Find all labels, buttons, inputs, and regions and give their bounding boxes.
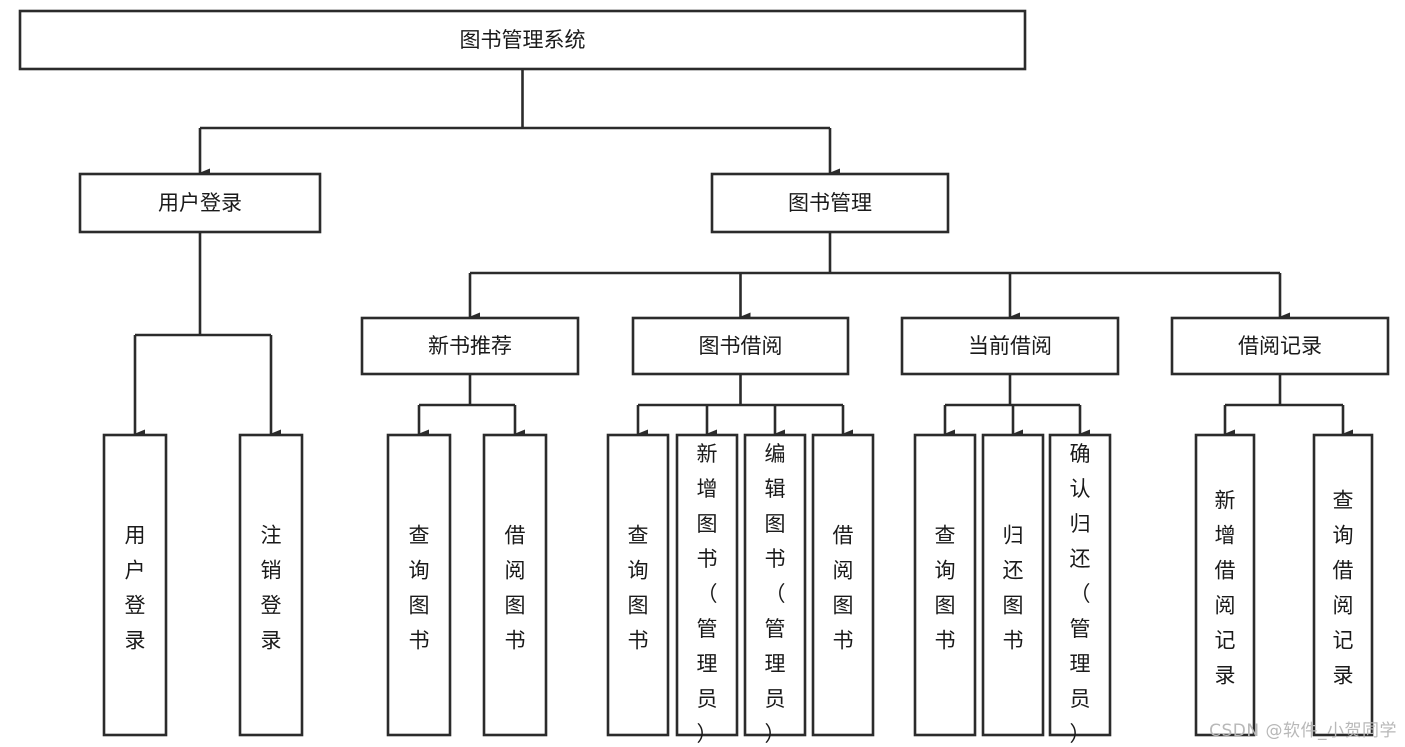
node-label-borrow-record: 借阅记录	[1238, 334, 1322, 358]
node-leaf-current-return[interactable]: 归还图书	[981, 433, 1045, 737]
node-box-user-login	[78, 172, 322, 234]
node-box-book-borrow	[631, 316, 850, 376]
node-box-leaf-borrow-query	[606, 433, 670, 737]
node-box-leaf-user-login	[102, 433, 168, 737]
node-label-leaf-recommend-query: 查询图书	[409, 523, 430, 652]
node-label-leaf-current-confirm: 确认归还（管理员）	[1070, 442, 1091, 746]
node-leaf-current-confirm[interactable]: 确认归还（管理员）	[1048, 433, 1112, 746]
node-user-login[interactable]: 用户登录	[78, 172, 322, 234]
node-label-root: 图书管理系统	[460, 28, 586, 52]
node-box-leaf-record-add	[1194, 433, 1256, 737]
node-leaf-recommend-borrow[interactable]: 借阅图书	[482, 433, 548, 737]
node-label-book-manage: 图书管理	[788, 191, 872, 215]
node-leaf-borrow-lend[interactable]: 借阅图书	[811, 433, 875, 737]
node-label-leaf-borrow-edit: 编辑图书（管理员）	[765, 442, 786, 746]
node-new-book-recommend[interactable]: 新书推荐	[360, 316, 580, 376]
node-label-leaf-record-query: 查询借阅记录	[1333, 488, 1354, 687]
node-box-current-borrow	[900, 316, 1120, 376]
node-label-leaf-record-add: 新增借阅记录	[1215, 488, 1236, 687]
node-box-leaf-recommend-borrow	[482, 433, 548, 737]
node-label-leaf-borrow-query: 查询图书	[628, 523, 649, 652]
node-leaf-user-login[interactable]: 用户登录	[102, 433, 168, 737]
node-label-current-borrow: 当前借阅	[968, 334, 1052, 358]
node-leaf-user-logout[interactable]: 注销登录	[238, 433, 304, 737]
node-box-leaf-current-return	[981, 433, 1045, 737]
node-label-new-book-recommend: 新书推荐	[428, 334, 512, 358]
node-label-book-borrow: 图书借阅	[699, 334, 783, 358]
node-box-leaf-user-logout	[238, 433, 304, 737]
node-borrow-record[interactable]: 借阅记录	[1170, 316, 1390, 376]
node-label-leaf-current-return: 归还图书	[1003, 523, 1024, 652]
node-label-leaf-user-login: 用户登录	[125, 523, 146, 652]
node-box-borrow-record	[1170, 316, 1390, 376]
connector-layer	[133, 69, 1353, 439]
node-box-leaf-current-query	[913, 433, 977, 737]
node-leaf-record-add[interactable]: 新增借阅记录	[1194, 433, 1256, 737]
node-box-new-book-recommend	[360, 316, 580, 376]
node-book-manage[interactable]: 图书管理	[710, 172, 950, 234]
node-book-borrow[interactable]: 图书借阅	[631, 316, 850, 376]
node-box-leaf-borrow-edit	[743, 433, 807, 737]
node-current-borrow[interactable]: 当前借阅	[900, 316, 1120, 376]
node-leaf-recommend-query[interactable]: 查询图书	[386, 433, 452, 737]
node-box-leaf-borrow-lend	[811, 433, 875, 737]
node-root[interactable]: 图书管理系统	[18, 9, 1027, 71]
node-box-leaf-record-query	[1312, 433, 1374, 737]
node-leaf-record-query[interactable]: 查询借阅记录	[1312, 433, 1374, 737]
node-leaf-borrow-edit[interactable]: 编辑图书（管理员）	[743, 433, 807, 746]
node-leaf-current-query[interactable]: 查询图书	[913, 433, 977, 737]
node-label-leaf-borrow-add: 新增图书（管理员）	[697, 442, 718, 746]
node-label-user-login: 用户登录	[158, 191, 242, 215]
csdn-watermark: CSDN @软件_小贺同学	[1209, 721, 1397, 741]
node-leaf-borrow-add[interactable]: 新增图书（管理员）	[675, 433, 739, 746]
node-label-leaf-borrow-lend: 借阅图书	[833, 523, 854, 652]
node-label-leaf-user-logout: 注销登录	[261, 523, 282, 652]
node-layer: 图书管理系统用户登录图书管理新书推荐图书借阅当前借阅借阅记录用户登录注销登录查询…	[18, 9, 1390, 746]
node-leaf-borrow-query[interactable]: 查询图书	[606, 433, 670, 737]
node-box-root	[18, 9, 1027, 71]
node-box-leaf-borrow-add	[675, 433, 739, 737]
node-box-leaf-recommend-query	[386, 433, 452, 737]
node-label-leaf-recommend-borrow: 借阅图书	[505, 523, 526, 652]
node-label-leaf-current-query: 查询图书	[935, 523, 956, 652]
node-box-book-manage	[710, 172, 950, 234]
node-box-leaf-current-confirm	[1048, 433, 1112, 737]
